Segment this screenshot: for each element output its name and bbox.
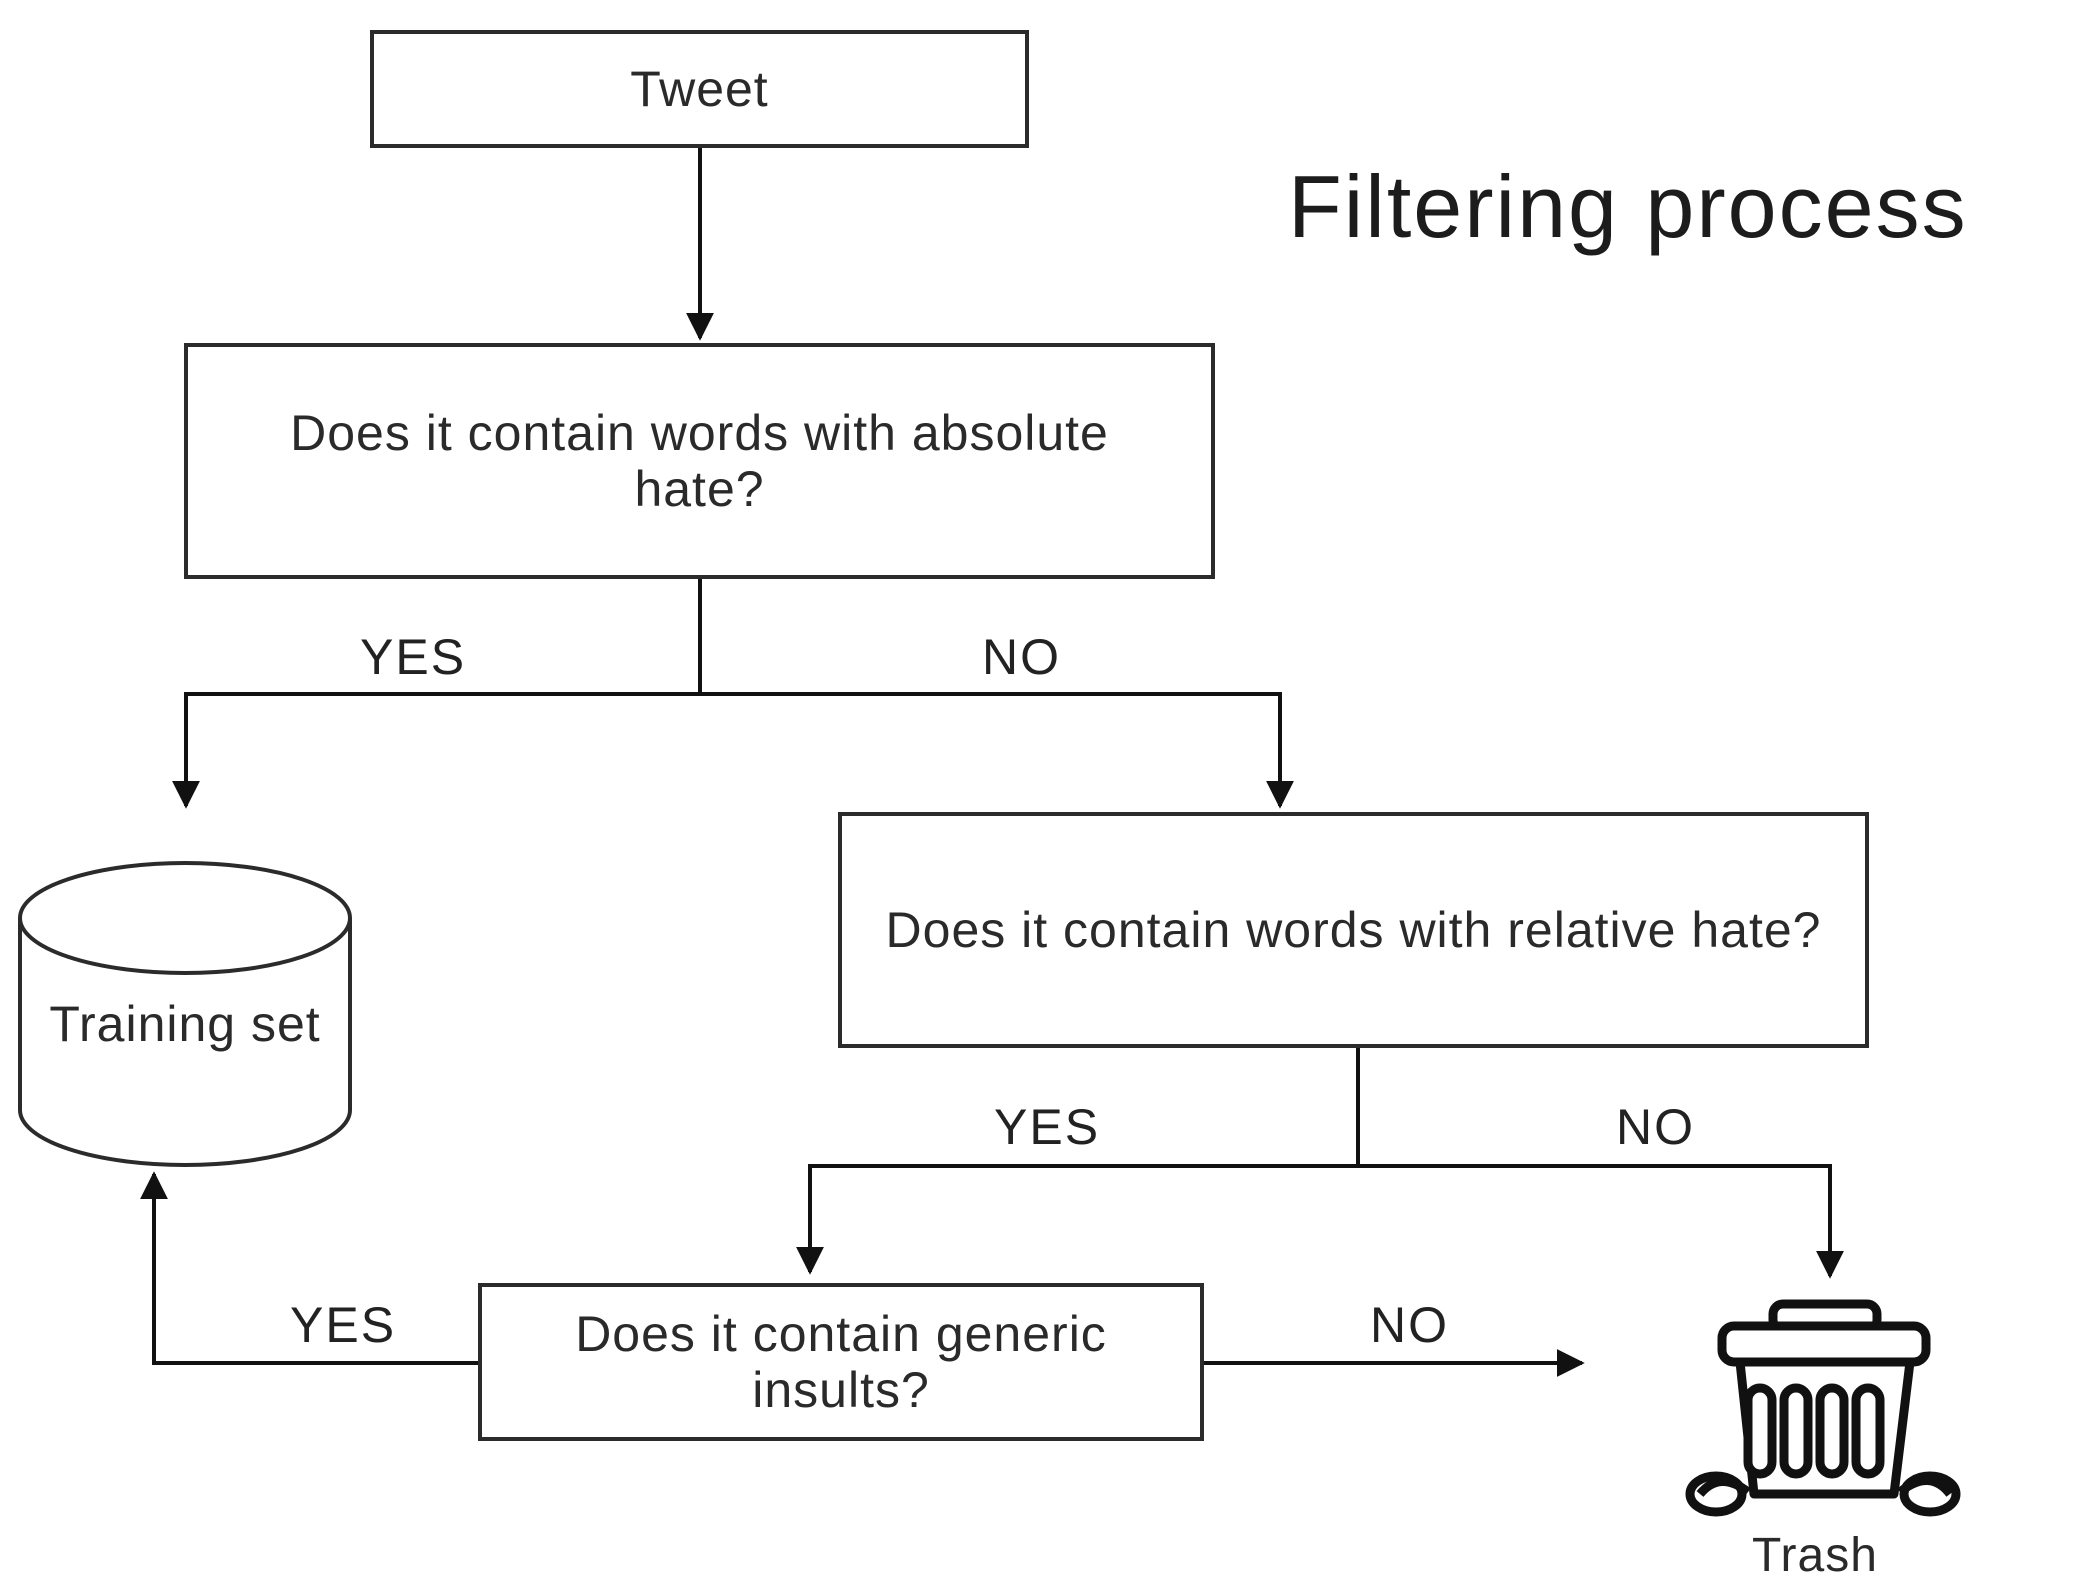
absolute-hate-label: Does it contain words with absolute hate… — [290, 405, 1109, 517]
edge-label-relative-yes: YES — [994, 1099, 1101, 1155]
edge-label-generic-yes: YES — [290, 1297, 397, 1353]
relative-hate-decision: Does it contain words with relative hate… — [838, 812, 1869, 1048]
trash-can-icon — [1685, 1299, 1961, 1517]
edge-absolute-yes — [172, 578, 702, 809]
edge-label-generic-no: NO — [1370, 1297, 1449, 1353]
absolute-hate-decision: Does it contain words with absolute hate… — [184, 343, 1215, 579]
tweet-node: Tweet — [370, 30, 1029, 148]
edge-label-relative-no: NO — [1616, 1099, 1695, 1155]
generic-insults-decision: Does it contain generic insults? — [478, 1283, 1204, 1441]
diagram-title: Filtering process — [1288, 157, 1968, 256]
edge-absolute-no — [700, 692, 1294, 809]
tweet-node-label: Tweet — [630, 61, 769, 117]
edge-relative-no — [1358, 1164, 1844, 1279]
edge-label-absolute-no: NO — [982, 629, 1061, 685]
edge-generic-yes — [140, 1171, 480, 1365]
cylinder-database-icon — [18, 861, 352, 1167]
training-set-label: Training set — [49, 996, 321, 1052]
generic-insults-label: Does it contain generic insults? — [575, 1306, 1107, 1418]
relative-hate-label: Does it contain words with relative hate… — [885, 902, 1822, 958]
trash-label: Trash — [1752, 1529, 1878, 1582]
edge-label-absolute-yes: YES — [360, 629, 467, 685]
edge-relative-yes — [796, 1048, 1360, 1275]
